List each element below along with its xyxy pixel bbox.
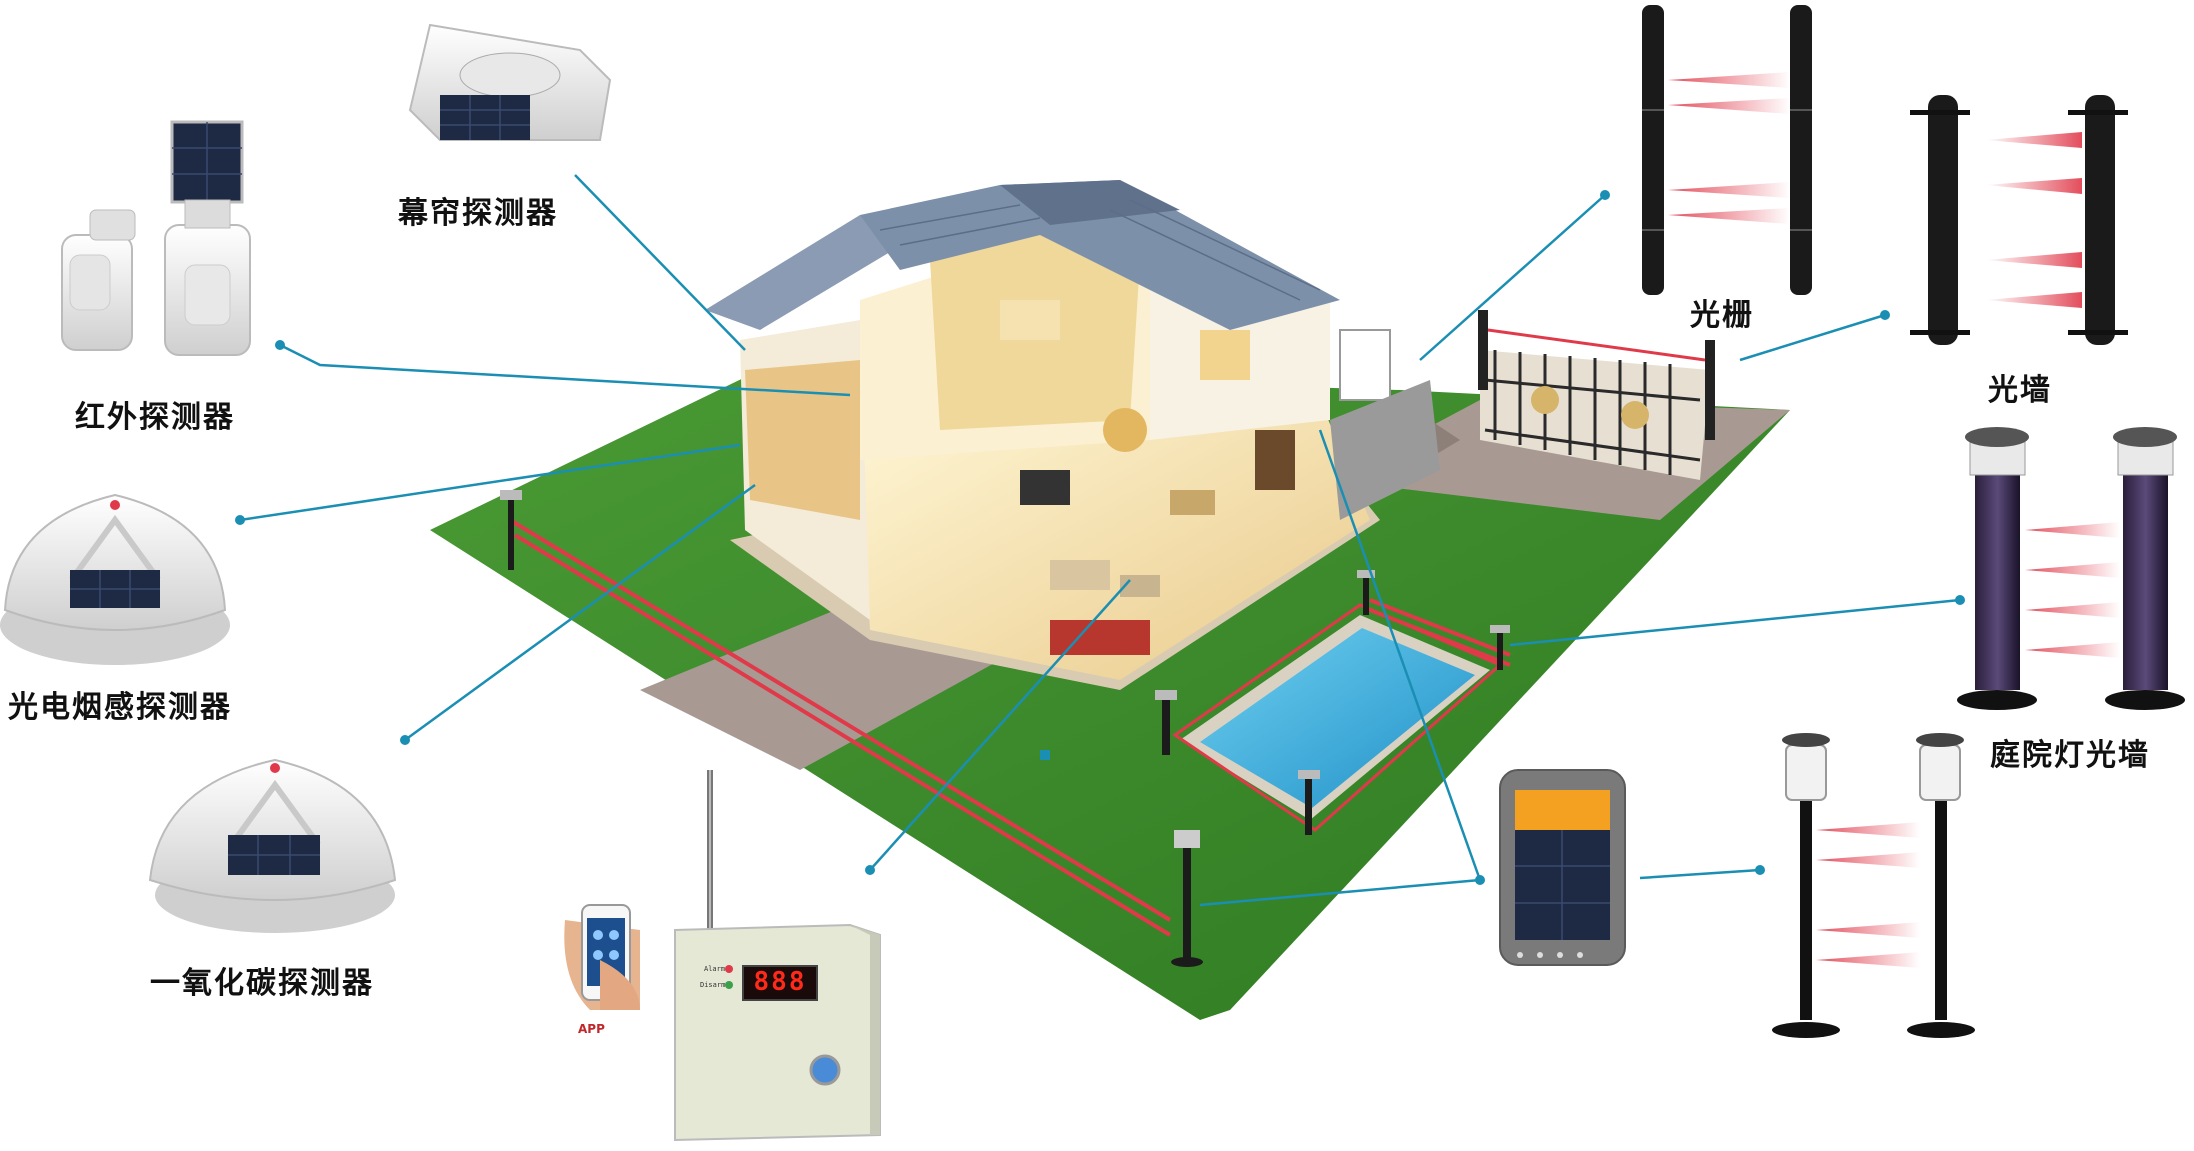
light-grating-icon xyxy=(1642,5,1812,295)
courtyard-light-wall-icon xyxy=(1957,427,2185,710)
infrared-detector-icon xyxy=(61,120,251,356)
courtyard-light-wall-label: 庭院灯光墙 xyxy=(1990,738,2150,773)
alarm-indicator-label: Alarm xyxy=(704,965,726,973)
connector-dots xyxy=(235,190,1965,885)
light-grating-label: 光栅 xyxy=(1690,298,1754,333)
curtain-detector-label: 幕帘探测器 xyxy=(398,196,558,231)
house-cutaway xyxy=(705,180,1440,690)
light-wall-label: 光墙 xyxy=(1988,373,2052,408)
co-detector-icon xyxy=(148,758,397,933)
smoke-detector-icon xyxy=(0,493,230,665)
disarm-indicator-label: Disarm xyxy=(700,981,726,989)
co-detector-label: 一氧化碳探测器 xyxy=(150,966,374,1001)
app-label: APP xyxy=(578,1022,605,1036)
lawn-lamp-posts xyxy=(500,490,1510,967)
alarm-panel-display: 888 xyxy=(742,965,818,1001)
smoke-detector-label: 光电烟感探测器 xyxy=(8,690,232,725)
infrared-detector-label: 红外探测器 xyxy=(75,400,235,435)
outdoor-siren-icon xyxy=(1499,769,1626,966)
fence-gate xyxy=(1478,310,1715,480)
smartphone-app-icon xyxy=(564,904,640,1010)
garden-lamp-beam-icon xyxy=(1772,733,1975,1038)
curtain-detector-icon xyxy=(408,23,612,141)
connector-lines xyxy=(239,174,1961,907)
light-wall-icon xyxy=(1910,95,2128,345)
alarm-control-panel xyxy=(674,770,881,1142)
